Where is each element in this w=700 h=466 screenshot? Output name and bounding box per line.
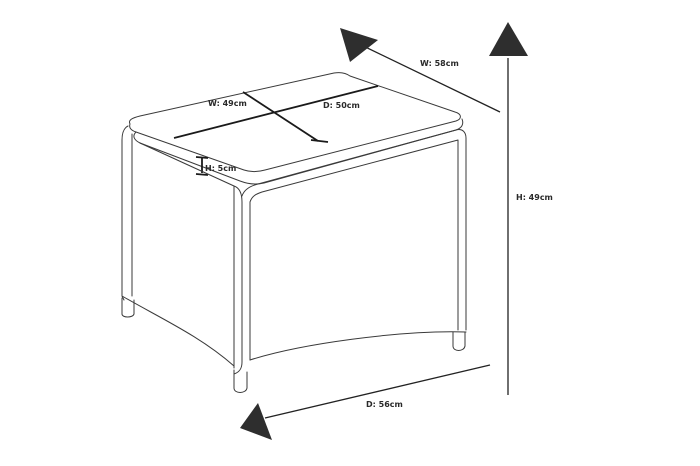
cushion-dimension-lines [173,85,379,176]
overall-depth-dimension [240,364,491,440]
cushion-width-label: W: 49cm [208,99,247,108]
overall-height-label: H: 49cm [516,193,553,202]
cushion-depth-label: D: 50cm [323,101,360,110]
overall-width-label: W: 58cm [420,59,459,68]
footstool-frame [121,125,467,393]
overall-height-dimension [489,22,528,395]
arrow-triangle-icon [340,28,378,62]
arrow-triangle-icon [489,22,528,56]
overall-width-dimension [340,28,501,113]
seat-cushion [129,72,464,185]
cushion-height-label: H: 5cm [205,164,236,173]
overall-depth-label: D: 56cm [366,400,403,409]
arrow-triangle-icon [240,403,272,440]
